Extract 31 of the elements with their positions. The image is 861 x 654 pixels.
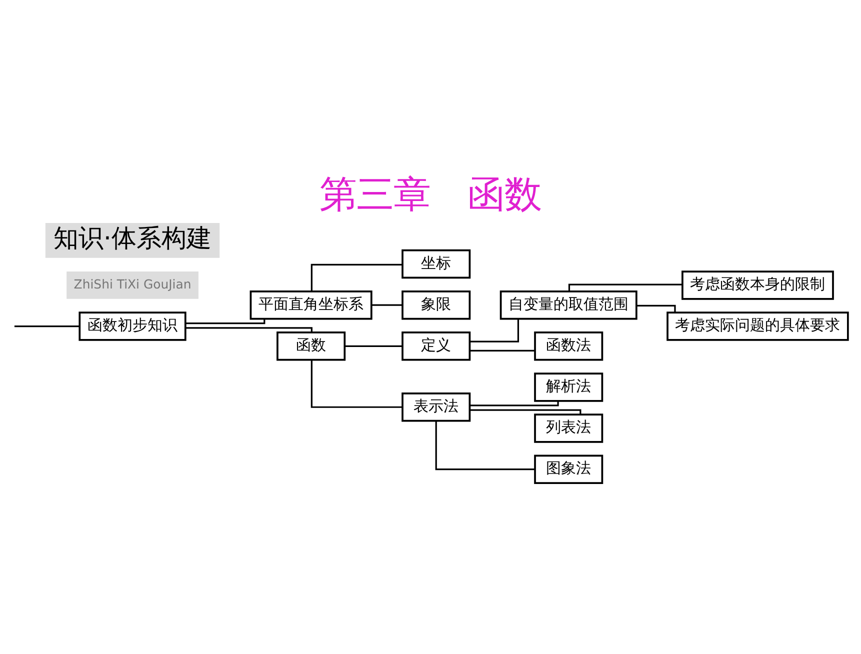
label: 知识·体系构建: [54, 223, 212, 252]
connector: [470, 408, 582, 414]
node-box: 平面直角坐标系: [250, 290, 372, 320]
connector: [344, 344, 402, 346]
connector: [435, 420, 535, 470]
node-box: 象限: [402, 290, 471, 320]
connector: [470, 400, 559, 406]
node-box: 列表法: [534, 413, 604, 442]
node-box: 定义: [402, 331, 471, 360]
node-box: 函数: [276, 331, 346, 360]
connector: [636, 304, 676, 312]
diagram-title: 第三章 函数: [320, 171, 542, 216]
node-box: 函数法: [534, 331, 604, 360]
connector: [186, 326, 312, 332]
connector: [568, 283, 682, 291]
label: ZhiShi TiXi GouJian: [74, 276, 192, 291]
connector: [310, 263, 402, 291]
node-box: 考虑实际问题的具体要求: [666, 311, 849, 340]
connector: [185, 318, 266, 324]
node-box: 图象法: [534, 454, 604, 484]
connector: [372, 304, 402, 306]
node-box: 解析法: [534, 372, 604, 402]
connector: [14, 324, 80, 327]
connector: [470, 318, 520, 342]
node-box: 自变量的取值范围: [500, 290, 638, 320]
connector: [310, 360, 402, 408]
node-box: 表示法: [402, 392, 471, 422]
node-box: 坐标: [402, 248, 471, 278]
connector: [470, 349, 535, 352]
node-box: 函数初步知识: [78, 311, 186, 340]
node-box: 考虑函数本身的限制: [682, 270, 834, 300]
